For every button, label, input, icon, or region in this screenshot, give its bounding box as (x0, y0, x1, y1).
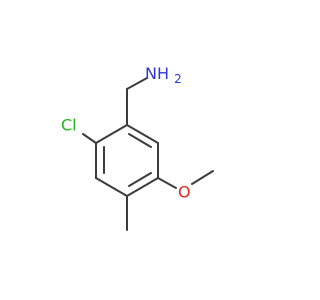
bond-ring-1-2 (126, 124, 159, 144)
bond-layer (82, 77, 214, 231)
bond-ring-4-5 (95, 177, 128, 197)
chlorine-label: Cl (61, 116, 77, 135)
bond-ch2-n (126, 77, 148, 90)
bond-ring-1-2-inner (128, 133, 152, 148)
bond-o-methyl (191, 170, 214, 185)
molecule-diagram: NH 2 Cl O (61, 64, 214, 231)
bond-ring-3-4-inner (128, 172, 152, 187)
bond-ring-6-1 (95, 124, 128, 144)
structure-canvas: NH 2 Cl O (61, 63, 214, 231)
bond-ring-3-4 (126, 177, 159, 197)
amine-label: NH 2 (145, 64, 182, 86)
oxygen-label: O (178, 183, 191, 202)
atom-label-layer: NH 2 Cl O (61, 64, 191, 202)
bond-ring-cl (82, 133, 97, 144)
bond-ring-o (157, 177, 177, 189)
amine-subscript-text: 2 (174, 72, 182, 86)
amine-nh-text: NH (145, 64, 169, 83)
